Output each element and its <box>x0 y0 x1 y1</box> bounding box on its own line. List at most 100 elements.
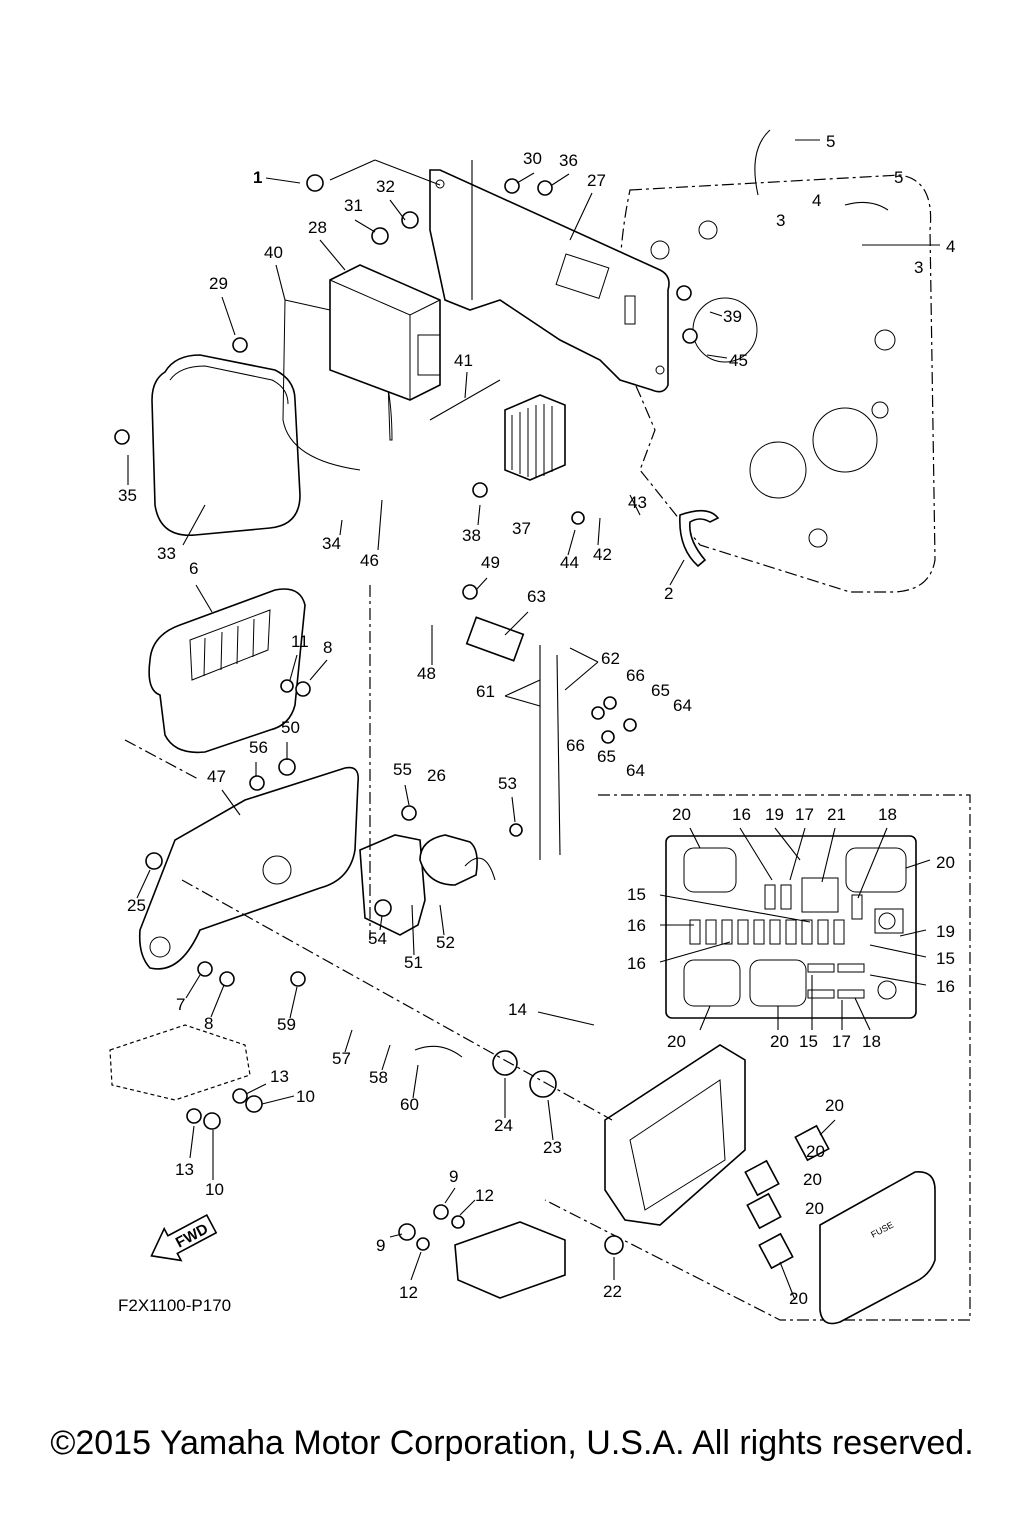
callout-c18a: 18 <box>878 805 897 824</box>
callout-c64a: 64 <box>673 696 692 715</box>
callout-c57: 57 <box>332 1049 351 1068</box>
callout-c66a: 66 <box>626 666 645 685</box>
callout-c39: 39 <box>723 307 742 326</box>
callout-c48: 48 <box>417 664 436 683</box>
callout-c12a: 12 <box>475 1186 494 1205</box>
callout-c16d: 16 <box>936 977 955 996</box>
callout-c7: 7 <box>176 995 185 1014</box>
callout-c11: 11 <box>291 632 309 651</box>
callout-c9a: 9 <box>449 1167 458 1186</box>
callout-c30: 30 <box>523 149 542 168</box>
callout-c20f: 20 <box>806 1142 825 1161</box>
callout-c47: 47 <box>207 767 226 786</box>
callout-c40: 40 <box>264 243 283 262</box>
fuse-box-top-view <box>665 835 917 1019</box>
callout-c20c: 20 <box>667 1032 686 1051</box>
callout-c36: 36 <box>559 151 578 170</box>
callout-c41: 41 <box>454 351 473 370</box>
starter-relay-bracket <box>359 834 478 936</box>
callout-c66b: 66 <box>566 736 585 755</box>
callout-c45: 45 <box>729 351 748 370</box>
callout-c19a: 19 <box>765 805 784 824</box>
callout-c20e: 20 <box>825 1096 844 1115</box>
bracket-plate <box>429 169 670 393</box>
callout-c2: 2 <box>664 584 673 603</box>
callout-c62: 62 <box>601 649 620 668</box>
callout-c65b: 65 <box>597 747 616 766</box>
callout-c23: 23 <box>543 1138 562 1157</box>
fuse-box-cover: FUSE <box>819 1171 936 1325</box>
callout-c34: 34 <box>322 534 341 553</box>
callout-c19b: 19 <box>936 922 955 941</box>
callout-c28: 28 <box>308 218 327 237</box>
callout-c6: 6 <box>189 559 198 578</box>
callout-c16a: 16 <box>732 805 751 824</box>
callout-c22: 22 <box>603 1282 622 1301</box>
callout-c35: 35 <box>118 486 137 505</box>
callout-c13a: 13 <box>270 1067 289 1086</box>
callout-c63: 63 <box>527 587 546 606</box>
callout-c31: 31 <box>344 196 363 215</box>
wire-harness <box>414 129 889 1058</box>
callout-c13b: 13 <box>175 1160 194 1179</box>
hardware <box>114 174 698 1255</box>
callout-c27: 27 <box>587 171 606 190</box>
relay-block <box>465 616 525 662</box>
callout-c61: 61 <box>476 682 495 701</box>
fuse-box-body <box>604 1044 746 1226</box>
fuse-slots <box>689 884 865 999</box>
callout-c9b: 9 <box>376 1236 385 1255</box>
callout-c4a: 4 <box>812 191 821 210</box>
leader-lines <box>124 139 940 1301</box>
callout-c26: 26 <box>427 766 446 785</box>
callout-c20b: 20 <box>936 853 955 872</box>
callout-c20i: 20 <box>789 1289 808 1308</box>
callout-c29: 29 <box>209 274 228 293</box>
cable-clamp <box>679 509 720 568</box>
callout-c51: 51 <box>404 953 423 972</box>
callout-c14: 14 <box>508 1000 527 1019</box>
callout-c17b: 17 <box>832 1032 851 1051</box>
callout-c49: 49 <box>481 553 500 572</box>
fuse-box-group-outline <box>544 794 971 1321</box>
callout-c15b: 15 <box>936 949 955 968</box>
callout-c10a: 10 <box>296 1087 315 1106</box>
callout-c8b: 8 <box>204 1014 213 1033</box>
callout-c52: 52 <box>436 933 455 952</box>
diagram-code: F2X1100-P170 <box>118 1296 231 1315</box>
callout-c54: 54 <box>368 929 387 948</box>
callout-c46: 46 <box>360 551 379 570</box>
callout-c56: 56 <box>249 738 268 757</box>
callout-c58: 58 <box>369 1068 388 1087</box>
callout-c20d: 20 <box>770 1032 789 1051</box>
callout-c8a: 8 <box>323 638 332 657</box>
callout-c33: 33 <box>157 544 176 563</box>
callout-c3a: 3 <box>776 211 785 230</box>
copyright-notice: ©2015 Yamaha Motor Corporation, U.S.A. A… <box>50 1424 974 1462</box>
callout-c4b: 4 <box>946 237 955 256</box>
callout-c64b: 64 <box>626 761 645 780</box>
callout-c15c: 15 <box>799 1032 818 1051</box>
base-plate <box>138 766 360 970</box>
callout-c38: 38 <box>462 526 481 545</box>
callout-c50: 50 <box>281 718 300 737</box>
callout-c17a: 17 <box>795 805 814 824</box>
callout-c65a: 65 <box>651 681 670 700</box>
callout-c20a: 20 <box>672 805 691 824</box>
callout-c24: 24 <box>494 1116 513 1135</box>
callout-c16b: 16 <box>627 916 646 935</box>
callout-c20g: 20 <box>803 1170 822 1189</box>
callout-c20h: 20 <box>805 1199 824 1218</box>
electrical-box-cover <box>151 354 301 536</box>
callout-c16c: 16 <box>627 954 646 973</box>
callout-c15a: 15 <box>627 885 646 904</box>
callout-c3b: 3 <box>914 258 923 277</box>
callout-c59: 59 <box>277 1015 296 1034</box>
rectifier-regulator <box>504 394 566 481</box>
callout-c55: 55 <box>393 760 412 779</box>
callout-c25: 25 <box>127 896 146 915</box>
control-unit <box>329 264 441 401</box>
callout-c42: 42 <box>593 545 612 564</box>
